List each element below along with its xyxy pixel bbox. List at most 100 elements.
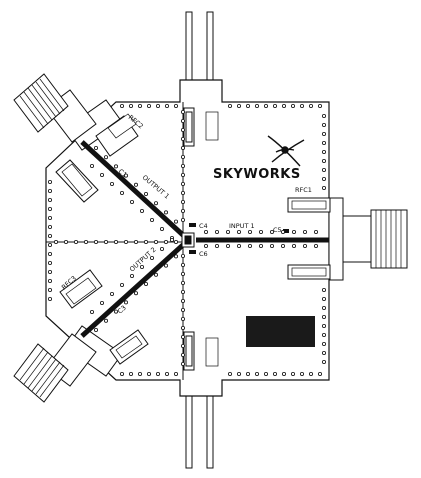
via-hole — [90, 163, 95, 168]
via-hole — [180, 334, 185, 339]
via-hole — [48, 197, 53, 202]
via-hole — [321, 185, 326, 190]
via-hole — [124, 300, 129, 305]
via-hole — [173, 219, 178, 224]
via-hole — [317, 104, 322, 109]
via-hole — [180, 289, 185, 294]
via-hole — [180, 352, 185, 357]
via-hole — [180, 208, 185, 213]
via-hole — [104, 155, 109, 160]
via-hole — [146, 371, 151, 376]
via-hole — [236, 243, 241, 248]
via-hole — [114, 309, 119, 314]
rfc2-block — [95, 113, 139, 157]
via-hole — [280, 243, 285, 248]
via-hole — [155, 104, 160, 109]
via-hole — [227, 371, 232, 376]
via-hole — [321, 176, 326, 181]
via-hole — [180, 253, 185, 258]
label-rfc1: RFC1 — [295, 186, 312, 194]
via-hole — [48, 287, 53, 292]
via-hole — [94, 145, 99, 150]
via-hole — [321, 140, 326, 145]
via-holes — [48, 104, 326, 376]
via-hole — [180, 361, 185, 366]
via-hole — [48, 233, 53, 238]
rfc3-block — [59, 269, 103, 309]
via-hole — [100, 300, 105, 305]
via-hole — [149, 217, 154, 222]
via-hole — [263, 371, 268, 376]
via-hole — [94, 327, 99, 332]
via-hole — [180, 110, 185, 115]
switch-ic — [181, 232, 195, 248]
via-hole — [290, 371, 295, 376]
via-hole — [236, 104, 241, 109]
via-hole — [48, 242, 53, 247]
via-hole — [133, 291, 138, 296]
via-hole — [299, 371, 304, 376]
via-hole — [124, 239, 129, 244]
skyworks-logo-text: SKYWORKS — [213, 167, 301, 182]
via-hole — [143, 239, 148, 244]
via-hole — [64, 239, 69, 244]
via-hole — [317, 371, 322, 376]
via-hole — [180, 127, 185, 132]
via-hole — [153, 201, 158, 206]
via-hole — [143, 281, 148, 286]
skyworks-logo: SKYWORKS — [213, 135, 305, 182]
via-hole — [159, 246, 164, 251]
via-hole — [180, 280, 185, 285]
via-hole — [104, 239, 109, 244]
via-hole — [74, 239, 79, 244]
via-hole — [269, 229, 274, 234]
via-hole — [269, 243, 274, 248]
via-hole — [258, 229, 263, 234]
via-hole — [48, 188, 53, 193]
label-c1: C1 — [117, 167, 129, 179]
via-hole — [110, 181, 115, 186]
trace-output1 — [80, 140, 186, 238]
via-hole — [225, 229, 230, 234]
via-hole — [120, 371, 125, 376]
via-hole — [104, 318, 109, 323]
via-hole — [120, 104, 125, 109]
pad-block-right-lower-2 — [287, 264, 331, 280]
via-hole — [163, 263, 168, 268]
via-hole — [153, 239, 158, 244]
via-hole — [291, 243, 296, 248]
via-hole — [272, 104, 277, 109]
via-hole — [321, 149, 326, 154]
via-hole — [214, 229, 219, 234]
label-c4: C4 — [199, 222, 208, 230]
via-hole — [90, 309, 95, 314]
via-hole — [245, 104, 250, 109]
sma-connector-output2 — [13, 325, 123, 403]
via-hole — [180, 172, 185, 177]
via-hole — [321, 323, 326, 328]
via-hole — [313, 229, 318, 234]
via-hole — [308, 371, 313, 376]
via-hole — [280, 229, 285, 234]
via-hole — [120, 190, 125, 195]
via-hole — [263, 104, 268, 109]
via-hole — [203, 229, 208, 234]
via-hole — [321, 123, 326, 128]
via-hole — [321, 359, 326, 364]
via-hole — [227, 104, 232, 109]
via-hole — [133, 239, 138, 244]
via-hole — [129, 273, 134, 278]
via-hole — [48, 179, 53, 184]
via-hole — [321, 296, 326, 301]
label-input1: INPUT 1 — [229, 222, 255, 230]
via-hole — [272, 371, 277, 376]
via-hole — [153, 272, 158, 277]
header-blocks — [183, 107, 219, 371]
via-hole — [110, 291, 115, 296]
via-hole — [48, 296, 53, 301]
via-hole — [180, 298, 185, 303]
via-hole — [225, 243, 230, 248]
via-hole — [180, 325, 185, 330]
via-hole — [48, 260, 53, 265]
